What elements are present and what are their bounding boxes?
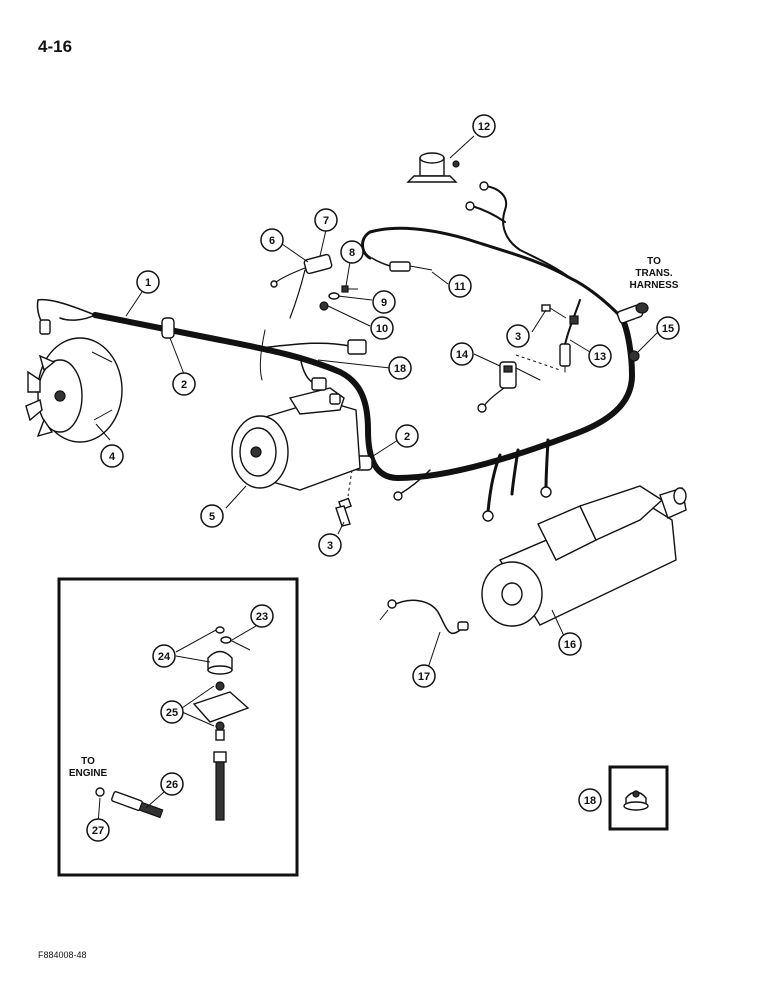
connector-6-7 — [270, 253, 333, 319]
svg-text:7: 7 — [323, 215, 329, 227]
ring-terminals — [465, 181, 489, 211]
callout-13: 13 — [588, 344, 612, 368]
callout-3-lower: 3 — [318, 533, 342, 557]
ground-strap-17 — [379, 599, 469, 635]
callout-23: 23 — [250, 604, 274, 628]
callout-9: 9 — [372, 290, 396, 314]
bolt-3-upper — [541, 304, 567, 319]
callout-24: 24 — [152, 644, 176, 668]
callout-5: 5 — [200, 504, 224, 528]
to-engine-label-2: ENGINE — [69, 768, 108, 779]
svg-text:3: 3 — [515, 331, 521, 343]
svg-text:4: 4 — [109, 451, 116, 463]
svg-text:9: 9 — [381, 297, 387, 309]
inset-box — [57, 577, 299, 877]
page-number: 4-16 — [38, 37, 72, 56]
main-harness — [92, 185, 636, 482]
to-trans-harness-label-3: HARNESS — [630, 280, 679, 291]
clamp-15 — [628, 350, 640, 362]
svg-text:24: 24 — [158, 651, 171, 663]
inset-18-box — [608, 765, 669, 831]
svg-text:18: 18 — [584, 795, 596, 807]
callout-2-right: 2 — [395, 424, 419, 448]
svg-text:25: 25 — [166, 707, 178, 719]
callout-18-inset: 18 — [578, 788, 602, 812]
svg-text:26: 26 — [166, 779, 178, 791]
svg-text:2: 2 — [181, 379, 187, 391]
connector-13 — [559, 315, 579, 373]
compressor-5 — [231, 377, 361, 491]
to-trans-harness-label-2: TRANS. — [635, 268, 672, 279]
callout-25: 25 — [160, 700, 184, 724]
callout-1: 1 — [136, 270, 160, 294]
callout-27: 27 — [86, 818, 110, 842]
relay-12 — [406, 152, 460, 183]
svg-text:10: 10 — [376, 323, 388, 335]
sensor-11 — [371, 257, 433, 272]
callout-3-upper: 3 — [506, 324, 530, 348]
callout-2-left: 2 — [172, 372, 196, 396]
svg-text:15: 15 — [662, 323, 674, 335]
callout-16: 16 — [558, 632, 582, 656]
switch-14 — [477, 354, 561, 413]
callout-11: 11 — [448, 274, 472, 298]
svg-text:8: 8 — [349, 247, 355, 259]
inset-parts — [95, 626, 251, 821]
svg-text:3: 3 — [327, 540, 333, 552]
callout-18-main: 18 — [388, 356, 412, 380]
callout-8: 8 — [340, 240, 364, 264]
svg-text:13: 13 — [594, 351, 606, 363]
callout-6: 6 — [260, 228, 284, 252]
callout-26: 26 — [160, 772, 184, 796]
inset-18-part — [623, 790, 649, 811]
svg-text:1: 1 — [145, 277, 151, 289]
callout-leaders — [95, 135, 659, 825]
svg-text:6: 6 — [269, 235, 275, 247]
callout-14: 14 — [450, 342, 474, 366]
callout-15: 15 — [656, 316, 680, 340]
svg-text:14: 14 — [456, 349, 469, 361]
callout-12: 12 — [472, 114, 496, 138]
starter-16 — [481, 485, 687, 627]
to-trans-harness-label-1: TO — [647, 256, 661, 267]
callout-4: 4 — [100, 444, 124, 468]
bolt-3-lower — [335, 497, 352, 527]
callout-17: 17 — [412, 664, 436, 688]
alternator-leads — [36, 298, 96, 335]
starter-leads — [393, 438, 552, 522]
trans-harness-connector — [616, 302, 649, 324]
svg-text:5: 5 — [209, 511, 215, 523]
svg-text:18: 18 — [394, 363, 406, 375]
svg-text:17: 17 — [418, 671, 430, 683]
alternator-4 — [25, 337, 123, 443]
svg-text:16: 16 — [564, 639, 576, 651]
callout-10: 10 — [370, 316, 394, 340]
compressor-branch — [259, 329, 367, 383]
svg-text:2: 2 — [404, 431, 410, 443]
svg-text:23: 23 — [256, 611, 268, 623]
svg-text:11: 11 — [454, 281, 466, 293]
svg-text:27: 27 — [92, 825, 104, 837]
callout-7: 7 — [314, 208, 338, 232]
to-engine-label-1: TO — [81, 756, 95, 767]
figure-code: F884008-48 — [38, 950, 87, 960]
svg-text:12: 12 — [478, 121, 490, 133]
